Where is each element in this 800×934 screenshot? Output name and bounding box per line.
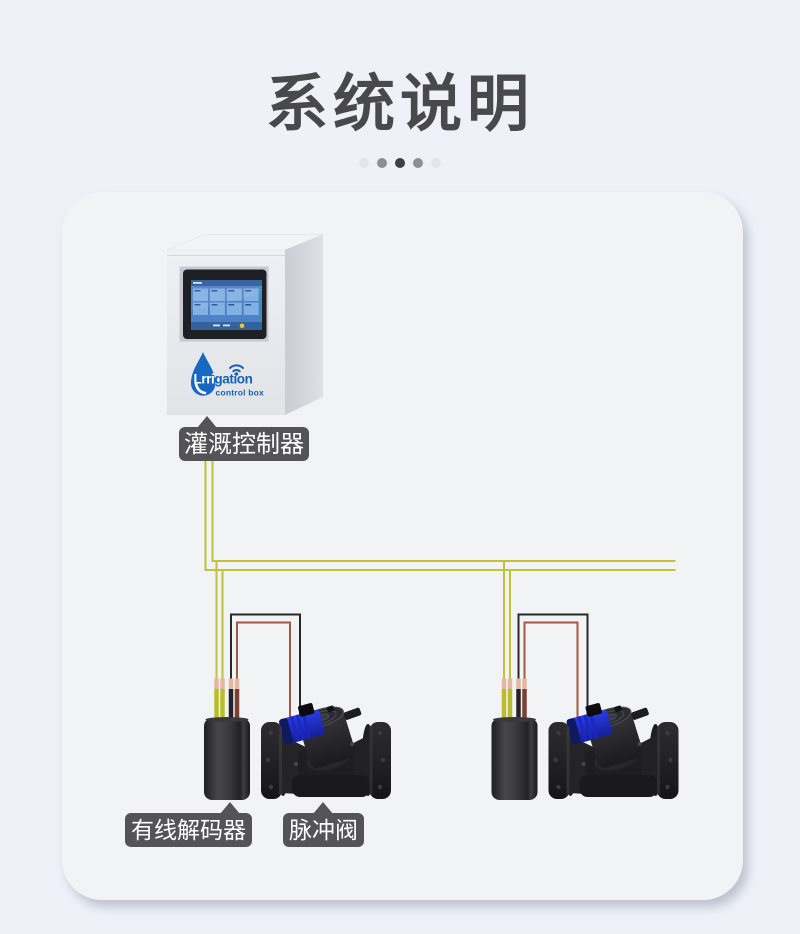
brand-logo: Lrrigation control box xyxy=(191,352,264,398)
pagination-dots xyxy=(0,158,800,168)
carousel-dot[interactable] xyxy=(359,158,369,168)
pointer-up-icon xyxy=(220,802,240,814)
brand-text: Lrrigation xyxy=(194,372,253,387)
controller-screen xyxy=(191,280,262,330)
carousel-dot[interactable] xyxy=(413,158,423,168)
carousel-dot[interactable] xyxy=(395,158,405,168)
decoder-valve-unit-2 xyxy=(492,561,679,800)
brand-subtext: control box xyxy=(216,388,265,398)
signal-bus-wires xyxy=(204,460,676,571)
wifi-icon xyxy=(229,364,244,376)
controller-label: 灌溉控制器 xyxy=(179,416,309,461)
carousel-dot[interactable] xyxy=(431,158,441,168)
pointer-up-icon xyxy=(313,802,333,814)
valve-label: 脉冲阀 xyxy=(283,802,364,847)
decoder-valve-unit-1 xyxy=(204,561,391,800)
carousel-dot[interactable] xyxy=(377,158,387,168)
pointer-up-icon xyxy=(197,416,217,428)
decoder-label: 有线解码器 xyxy=(125,802,252,847)
controller-box: Lrrigation control box xyxy=(166,234,324,415)
page-title: 系统说明 xyxy=(265,70,534,139)
